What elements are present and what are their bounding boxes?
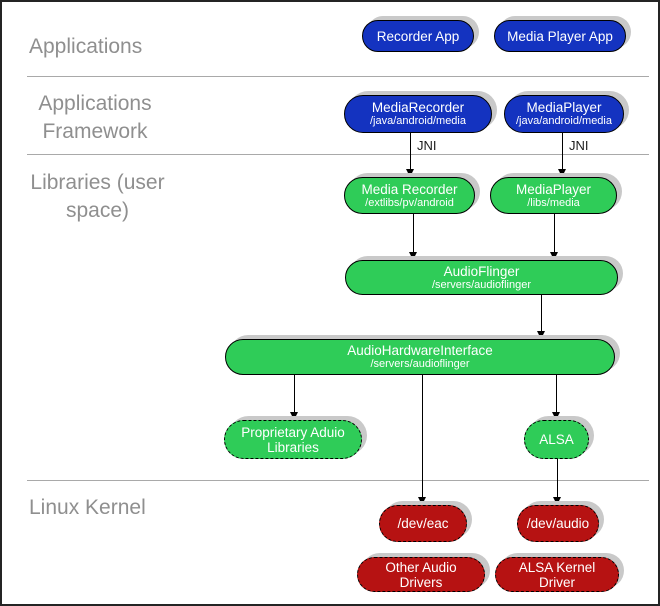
arrow-head-recorder-to-audioflinger (409, 252, 417, 260)
jni-label-right: JNI (569, 138, 589, 153)
node-dev-audio: /dev/audio (517, 505, 599, 542)
node-mediaplayer-lib-title: MediaPlayer (515, 181, 592, 197)
node-audio-hardware-interface-title: AudioHardwareInterface (347, 343, 493, 358)
node-audio-hardware-interface: AudioHardwareInterface /servers/audiofli… (225, 339, 615, 375)
node-media-recorder-lib-path: /extlibs/pv/android (365, 196, 454, 209)
separator-applications-framework (27, 76, 649, 77)
node-dev-eac: /dev/eac (379, 505, 467, 542)
node-proprietary-audio-libraries: Proprietary Aduio Libraries (224, 420, 362, 459)
layer-label-linux-kernel: Linux Kernel (29, 496, 146, 519)
node-mediaplayer-framework: MediaPlayer /java/android/media (504, 95, 624, 133)
separator-framework-libraries (27, 154, 649, 155)
node-alsa: ALSA (524, 420, 589, 459)
arrow-head-player-to-audioflinger (550, 252, 558, 260)
arrow-head-jni-recorder (406, 169, 414, 177)
arrow-head-ahi-to-alsa (552, 412, 560, 420)
arrow-line-jni-recorder (410, 133, 411, 170)
arrow-line-ahi-to-dev-eac (422, 375, 423, 497)
arrow-line-alsa-to-dev-audio (557, 459, 558, 497)
node-other-audio-drivers-title: Other Audio Drivers (385, 559, 457, 590)
arrow-head-alsa-to-dev-audio (553, 497, 561, 505)
node-alsa-kernel-driver-title: ALSA Kernel Driver (518, 559, 596, 590)
arrow-line-player-to-audioflinger (554, 214, 555, 252)
arrow-head-audioflinger-to-ahi (537, 331, 545, 339)
node-audioflinger-path: /servers/audioflinger (431, 278, 532, 291)
node-media-recorder-lib: Media Recorder /extlibs/pv/android (344, 177, 475, 214)
jni-label-left: JNI (417, 138, 437, 153)
arrow-line-ahi-to-alsa (556, 375, 557, 412)
node-audioflinger-title: AudioFlinger (443, 263, 520, 279)
node-dev-eac-title: /dev/eac (397, 516, 449, 531)
node-mediaplayer-framework-title: MediaPlayer (526, 100, 602, 115)
arrow-line-recorder-to-audioflinger (413, 214, 414, 252)
arrow-line-jni-player (562, 133, 563, 170)
node-alsa-title: ALSA (539, 432, 574, 447)
arrow-line-ahi-to-proprietary (294, 375, 295, 412)
layer-label-applications-framework: Applications Framework (38, 92, 152, 143)
separator-libraries-kernel (27, 480, 649, 481)
node-media-recorder-lib-title: Media Recorder (361, 181, 458, 197)
arrow-line-audioflinger-to-ahi (541, 295, 542, 331)
node-media-player-app: Media Player App (494, 20, 626, 52)
arrow-head-ahi-to-proprietary (290, 412, 298, 420)
node-recorder-app: Recorder App (362, 20, 474, 52)
node-alsa-kernel-driver: ALSA Kernel Driver (495, 557, 619, 592)
node-mediaplayer-framework-path: /java/android/media (515, 115, 612, 127)
node-proprietary-audio-libraries-title: Proprietary Aduio Libraries (241, 424, 345, 455)
node-audioflinger: AudioFlinger /servers/audioflinger (345, 260, 618, 295)
arrow-head-jni-player (558, 169, 566, 177)
node-recorder-app-title: Recorder App (376, 28, 460, 44)
node-media-player-app-title: Media Player App (507, 28, 613, 44)
arrow-head-ahi-to-dev-eac (418, 497, 426, 505)
node-audio-hardware-interface-path: /servers/audioflinger (370, 358, 470, 370)
node-dev-audio-title: /dev/audio (526, 516, 590, 531)
node-other-audio-drivers: Other Audio Drivers (357, 557, 485, 592)
layer-label-applications: Applications (29, 35, 143, 58)
node-mediarecorder-framework: MediaRecorder /java/android/media (344, 95, 492, 133)
node-mediarecorder-framework-title: MediaRecorder (371, 100, 465, 115)
node-mediaplayer-lib-path: /libs/media (527, 196, 580, 209)
node-mediaplayer-lib: MediaPlayer /libs/media (490, 177, 617, 214)
layer-label-libraries-user-space: Libraries (user space) (30, 171, 165, 222)
node-mediarecorder-framework-path: /java/android/media (369, 115, 466, 127)
